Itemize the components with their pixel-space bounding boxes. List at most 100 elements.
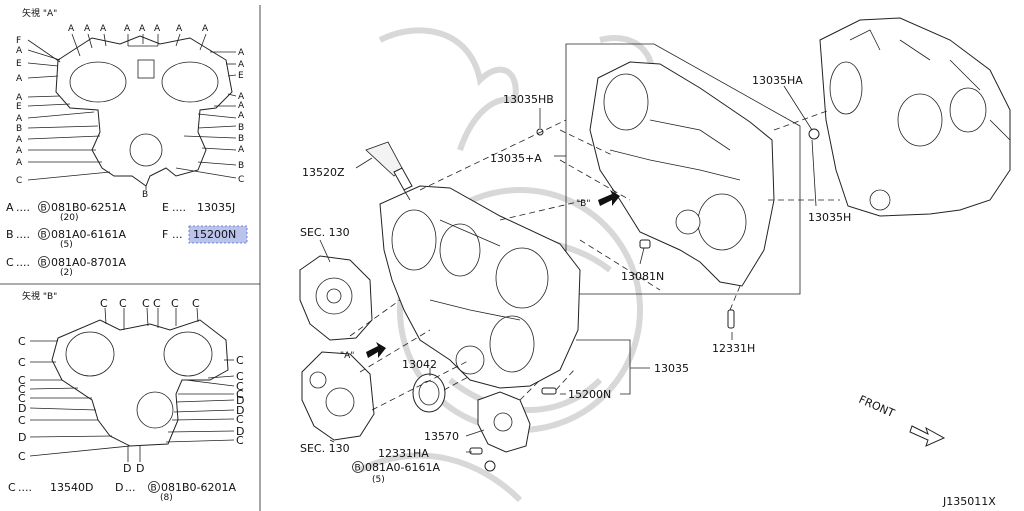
callout-sec130-lower[interactable]: SEC. 130 (300, 442, 350, 455)
view-b-top-letter: C (100, 297, 108, 310)
svg-text:081A0-6161A: 081A0-6161A (365, 461, 440, 474)
view-a-crank-bore (129, 133, 163, 167)
svg-text:(5): (5) (60, 240, 73, 250)
view-b-bore-right (163, 331, 213, 377)
arrow-right-icon (598, 190, 620, 206)
callout-13042[interactable]: 13042 (402, 358, 437, 371)
view-b-left-letter: C (18, 335, 26, 348)
view-b-right-letter: C (236, 434, 244, 447)
callout-13520z[interactable]: 13520Z (302, 166, 345, 179)
front-timing-cover (379, 185, 581, 389)
svg-text:....: .... (18, 481, 32, 494)
svg-text:081A0-8701A: 081A0-8701A (51, 256, 126, 269)
view-a-right-leaders (175, 51, 237, 179)
highlighted-part-number: 15200N (193, 228, 236, 241)
svg-text:B: B (41, 231, 47, 241)
svg-text:B: B (355, 464, 361, 474)
view-a-top-letter: A (202, 24, 209, 34)
view-b-arrow: "B" (576, 190, 620, 209)
view-a-right-letter: A (238, 101, 245, 111)
callout-13035hb[interactable]: 13035HB (503, 93, 554, 106)
view-b-right-letter: C (236, 354, 244, 367)
callout-12331ha[interactable]: 12331HA (378, 447, 429, 460)
view-a-left-letter: E (16, 59, 22, 69)
view-b-top-letter: C (142, 297, 150, 310)
svg-text:13540D: 13540D (50, 481, 93, 494)
callout-13035[interactable]: 13035 (654, 362, 689, 375)
svg-text:081B0-6251A: 081B0-6251A (51, 201, 127, 214)
view-b-left-letter: C (18, 383, 26, 396)
view-a-top-letter: A (100, 24, 107, 34)
callout-15200n[interactable]: 15200N (568, 388, 611, 401)
svg-text:B: B (6, 228, 14, 241)
svg-text:(2): (2) (60, 268, 73, 278)
callout-bolt-081a0[interactable]: B 081A0-6161A (5) (352, 461, 441, 485)
arrow-right-icon (366, 342, 386, 358)
view-b-right-letter: C (236, 370, 244, 383)
view-b-bottom-letter: D (123, 462, 131, 475)
svg-text:(8): (8) (160, 493, 173, 503)
view-a-title: 矢視 "A" (22, 7, 57, 19)
view-a-right-letter: A (238, 111, 245, 121)
svg-text:...: ... (172, 228, 183, 241)
view-a-right-letter: A (238, 60, 245, 70)
callout-sec130-upper[interactable]: SEC. 130 (300, 226, 350, 239)
view-b-right-letter: D (236, 394, 244, 407)
callout-leaders (319, 85, 817, 453)
svg-text:E: E (162, 201, 169, 214)
view-b-top-leaders (104, 307, 199, 330)
view-a-left-leaders (27, 39, 111, 181)
arrow-front-icon (909, 425, 946, 447)
callout-13570[interactable]: 13570 (424, 430, 459, 443)
view-a-left-letter: A (16, 146, 23, 156)
view-a-window (137, 59, 155, 79)
callout-12331h[interactable]: 12331H (712, 342, 755, 355)
svg-text:(20): (20) (60, 213, 78, 223)
view-a-top-letter: A (154, 24, 161, 34)
view-b-right-leaders (165, 359, 235, 443)
view-a-right-letter: C (238, 175, 244, 185)
view-b-right-letter: D (236, 404, 244, 417)
view-b-top-letter: C (192, 297, 200, 310)
bolt-symbol-icon (352, 461, 364, 473)
view-b-top-letter: C (153, 297, 161, 310)
view-a-left-letter: A (16, 74, 23, 84)
view-a-top-letter: A (176, 24, 183, 34)
callout-13035ha[interactable]: 13035HA (752, 74, 803, 87)
view-b-crank-bore (136, 391, 174, 429)
svg-text:C: C (8, 481, 16, 494)
view-a-left-letter: A (16, 93, 23, 103)
view-b-top-letter: C (171, 297, 179, 310)
view-a-right-letter: B (238, 161, 244, 171)
svg-text:A: A (6, 201, 14, 214)
bolt-symbol-icon (38, 256, 50, 268)
view-a-top-leaders (71, 33, 207, 57)
svg-text:081A0-6161A: 081A0-6161A (51, 228, 126, 241)
view-a-legend-b: B .... B 081A0-6161A (5) (6, 228, 126, 250)
view-a-left-letter: F (16, 36, 21, 46)
view-a-left-letter: B (16, 124, 22, 134)
svg-text:B: B (41, 204, 47, 214)
oil-seal (412, 373, 446, 413)
callout-13035h[interactable]: 13035H (808, 211, 851, 224)
rear-timing-cover (589, 61, 775, 287)
view-b-right-letter: C (236, 413, 244, 426)
callout-13081n[interactable]: 13081N (621, 270, 664, 283)
water-pump-lower (301, 351, 375, 441)
svg-text:....: .... (172, 201, 186, 214)
view-b-bottom-letter: D (136, 462, 144, 475)
view-b-right-letter: C (236, 380, 244, 393)
view-a-legend-f[interactable]: F ... 15200N (162, 225, 248, 244)
plug-13035hb (536, 128, 544, 136)
svg-text:...: ... (125, 481, 136, 494)
highlighted-part-box (188, 225, 248, 244)
view-b-legend-c: C .... 13540D (8, 481, 93, 494)
engine-block (819, 17, 1011, 217)
view-a-top-letter: A (124, 24, 131, 34)
front-label: FRONT (857, 393, 897, 420)
svg-text:(5): (5) (372, 475, 385, 485)
callout-13035a[interactable]: 13035+A (490, 152, 542, 165)
bolt-symbol-icon (148, 481, 160, 493)
view-b-title: 矢視 "B" (22, 290, 57, 302)
svg-text:C: C (6, 256, 14, 269)
